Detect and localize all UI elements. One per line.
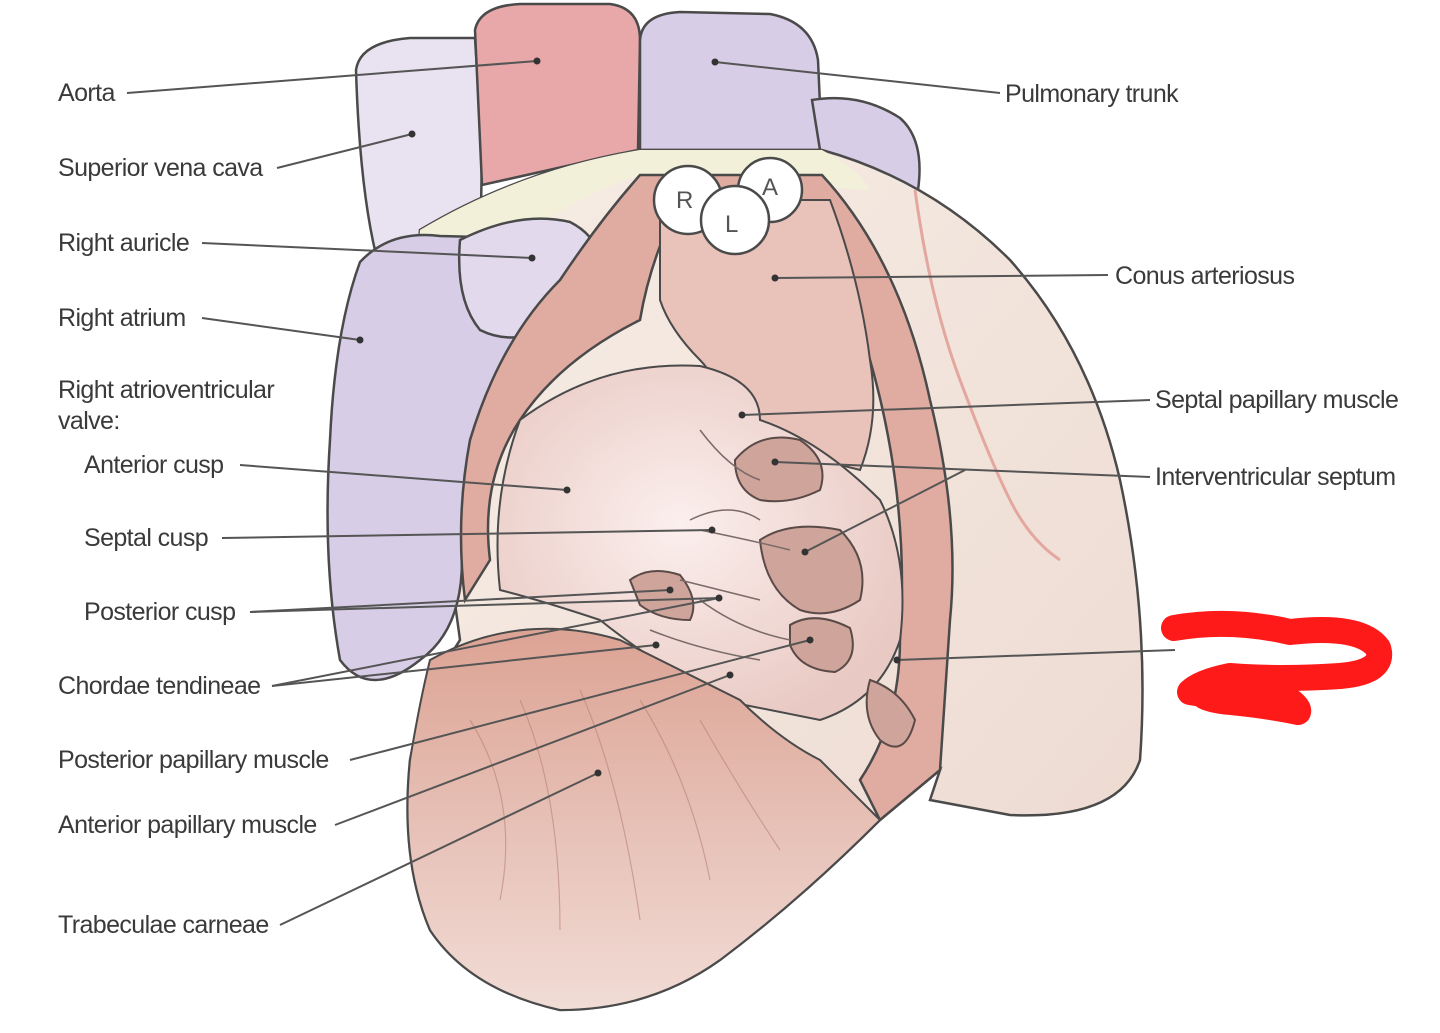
pulmonary-valve: R A L bbox=[652, 156, 804, 256]
label-anterior-cusp: Anterior cusp bbox=[84, 451, 224, 479]
left-auricle-shape bbox=[810, 96, 921, 192]
cusp-letter-anterior: A bbox=[762, 174, 778, 201]
papillary-muscles bbox=[628, 436, 917, 748]
label-pulmonary-trunk: Pulmonary trunk bbox=[1005, 80, 1179, 108]
surface-vessel bbox=[913, 189, 1061, 562]
leader-dots bbox=[356, 57, 901, 777]
cusp-letter-left: L bbox=[725, 211, 738, 238]
label-right-av-valve: Right atrioventricular valve: bbox=[58, 376, 275, 435]
red-redaction-scribble bbox=[1161, 610, 1393, 725]
leader-lines bbox=[126, 60, 1176, 926]
label-right-atrium: Right atrium bbox=[58, 304, 186, 332]
label-superior-vena-cava: Superior vena cava bbox=[58, 154, 263, 182]
label-conus-arteriosus: Conus arteriosus bbox=[1115, 262, 1295, 290]
label-trabeculae-carneae: Trabeculae carneae bbox=[58, 911, 269, 939]
label-anterior-papillary-muscle: Anterior papillary muscle bbox=[58, 811, 317, 839]
trabeculae-texture bbox=[469, 689, 781, 931]
label-posterior-papillary-muscle: Posterior papillary muscle bbox=[58, 746, 329, 774]
label-septal-papillary-muscle: Septal papillary muscle bbox=[1155, 386, 1399, 414]
label-aorta: Aorta bbox=[58, 79, 115, 107]
label-septal-cusp: Septal cusp bbox=[84, 524, 209, 552]
label-chordae-tendineae: Chordae tendineae bbox=[58, 672, 261, 700]
conus-arteriosus-shape bbox=[659, 199, 875, 472]
label-interventricular-septum: Interventricular septum bbox=[1155, 463, 1396, 491]
label-posterior-cusp: Posterior cusp bbox=[84, 598, 236, 626]
cusp-letter-right: R bbox=[676, 187, 693, 214]
trabeculae-region bbox=[406, 627, 882, 1012]
pulmonary-trunk-shape bbox=[638, 10, 824, 152]
label-right-auricle: Right auricle bbox=[58, 229, 190, 257]
